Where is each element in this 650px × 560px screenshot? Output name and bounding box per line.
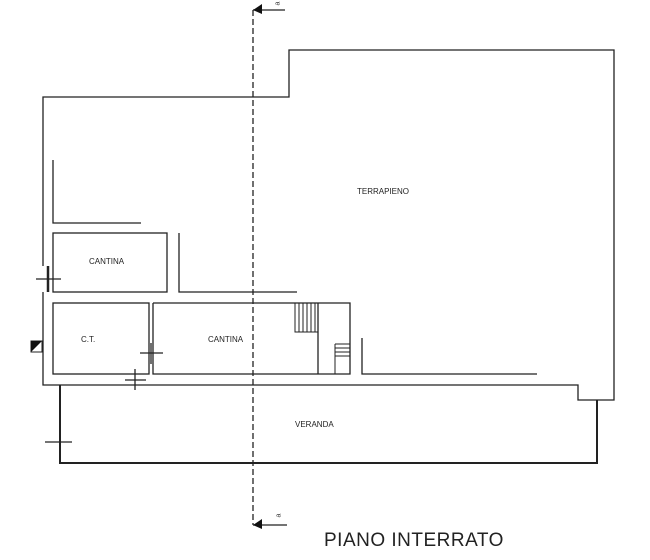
window-hatch-icon xyxy=(30,340,43,353)
interior-walls xyxy=(52,160,537,375)
section-marker-top: a xyxy=(274,1,282,6)
room-label-cantina-upper: CANTINA xyxy=(89,257,125,266)
plan-title: PIANO INTERRATO xyxy=(324,530,504,551)
outer-walls xyxy=(42,49,615,464)
room-label-ct: C.T. xyxy=(81,335,96,344)
room-label-terrapieno: TERRAPIENO xyxy=(357,187,410,196)
door-markers xyxy=(36,266,163,443)
section-marker-bottom: a xyxy=(275,513,283,518)
section-line xyxy=(252,4,287,529)
room-label-veranda: VERANDA xyxy=(295,420,334,429)
staircase xyxy=(294,302,350,374)
room-label-cantina-lower: CANTINA xyxy=(208,335,244,344)
